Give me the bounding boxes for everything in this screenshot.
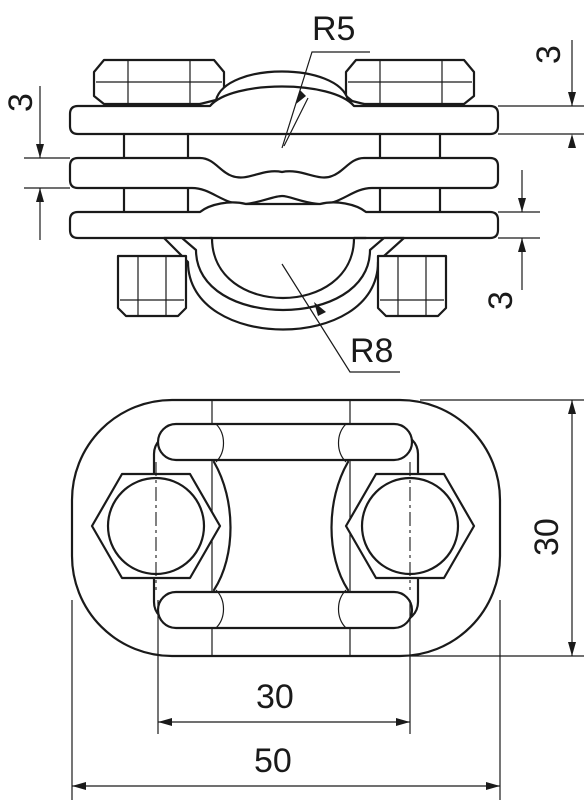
dim-right-top-label: 3	[530, 45, 568, 64]
bolt-shaft-left	[122, 132, 190, 214]
bottom-plate	[68, 201, 500, 240]
dim-inner-width-label: 30	[256, 678, 294, 716]
slot-top	[156, 422, 414, 462]
dim-right-bottom-label: 3	[482, 291, 520, 310]
middle-plate	[68, 156, 500, 206]
r5-leader	[281, 51, 370, 149]
dim-inner-width	[157, 600, 411, 734]
dim-left-gap-label: 3	[2, 93, 40, 112]
dim-outer-width	[71, 600, 501, 800]
dim-height	[410, 399, 584, 657]
bolt-shaft-right	[378, 132, 442, 214]
bolt-head-right	[344, 58, 476, 106]
radius-bottom-label: R8	[350, 332, 393, 370]
nut-right	[376, 254, 448, 318]
lower-clamp-body	[162, 236, 406, 331]
dim-left-gap	[24, 86, 70, 240]
bolt-head-left	[92, 58, 226, 106]
radius-top-label: R5	[312, 10, 355, 48]
dim-height-label: 30	[528, 518, 566, 556]
top-view	[70, 398, 502, 658]
nut-left	[116, 254, 188, 318]
dim-right-top	[498, 40, 584, 148]
side-view: R5 R8 3 3 3	[2, 10, 584, 373]
dim-outer-width-label: 50	[254, 742, 292, 780]
slot-bottom	[156, 590, 414, 630]
top-plate	[68, 85, 500, 136]
dim-right-bottom	[498, 170, 540, 290]
r8-leader	[281, 263, 400, 373]
